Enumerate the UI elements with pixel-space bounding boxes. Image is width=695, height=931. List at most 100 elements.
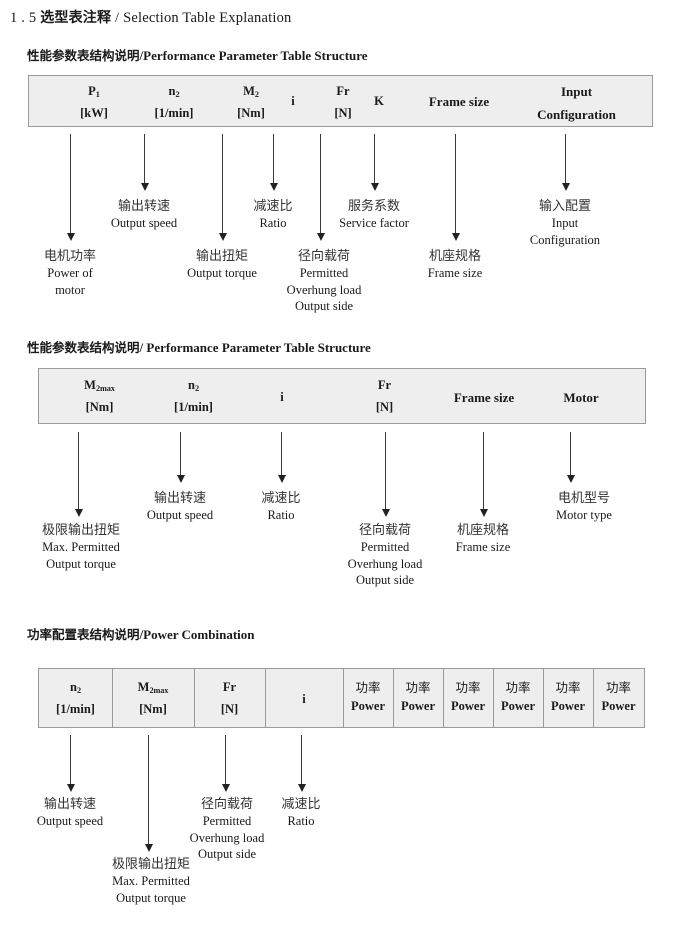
table-3-col-power-1-cn: 功率 — [355, 680, 381, 695]
arrow-table3-max-output-torque — [144, 735, 153, 852]
callout-table3-ratio: 减速比 Ratio — [281, 796, 320, 830]
table-2-col-frame-size-label: Frame size — [453, 390, 515, 405]
table-2-col-m2max-unit: [Nm] — [85, 400, 114, 415]
callout-table1-output-torque-en: Output torque — [187, 266, 257, 281]
table-1-col-fr-symbol: Fr — [336, 84, 350, 98]
table-3-col-power-4: 功率 Power — [493, 681, 543, 713]
callout-table2-ratio-cn: 减速比 — [261, 491, 301, 506]
power-combination-table: n2 [1/min] M2max [Nm] Fr [N] i 功率 Power … — [38, 668, 645, 728]
callout-table3-max-output-torque: 极限输出扭矩 Max. Permitted Output torque — [112, 856, 190, 906]
table-3-col-power-6: 功率 Power — [593, 681, 644, 713]
title-number: 1 . 5 — [10, 10, 37, 26]
table-3-col-m2max-subscript: 2max — [149, 686, 169, 696]
callout-table3-output-speed-cn: 输出转速 — [43, 797, 96, 812]
callout-table1-frame-size-cn: 机座规格 — [428, 249, 481, 264]
table-2-col-motor-label: Motor — [563, 390, 599, 405]
table-2-col-fr-symbol: Fr — [377, 378, 392, 392]
table-1-col-p1: P1 [kW] — [39, 84, 149, 121]
table-3-col-n2: n2 [1/min] — [39, 680, 112, 717]
arrow-table2-ratio — [277, 432, 286, 483]
table-3-divider-7 — [493, 669, 494, 727]
callout-table1-input-configuration-cn: 输入配置 — [538, 199, 592, 214]
callout-table3-output-speed-en: Output speed — [36, 814, 104, 829]
section-3-heading-cn: 功率配置表结构说明 — [27, 627, 140, 642]
table-1-col-n2: n2 [1/min] — [119, 84, 229, 121]
table-1-col-k: K — [339, 94, 419, 108]
callout-table3-overhung-load-cn: 径向载荷 — [200, 797, 254, 812]
table-1-col-n2-subscript: 2 — [175, 90, 180, 100]
callout-table2-motor-type-cn: 电机型号 — [557, 491, 610, 506]
table-3-divider-2 — [194, 669, 195, 727]
table-2-col-i: i — [242, 390, 322, 404]
section-1-heading-en: Performance Parameter Table Structure — [143, 48, 368, 63]
section-2-heading-en: Performance Parameter Table Structure — [146, 340, 371, 355]
section-2-heading: 性能参数表结构说明/ Performance Parameter Table S… — [27, 337, 371, 356]
table-3-col-power-5-cn: 功率 — [555, 680, 581, 695]
callout-table1-input-configuration-en-1: Input — [551, 216, 579, 231]
callout-table1-input-configuration: 输入配置 Input Configuration — [530, 198, 600, 248]
arrow-table3-output-speed — [66, 735, 75, 792]
table-2-col-n2-subscript: 2 — [194, 384, 199, 394]
table-1-col-n2-unit: [1/min] — [154, 106, 194, 121]
callout-table2-overhung-load-cn: 径向载荷 — [358, 523, 412, 538]
arrow-table1-frame-size — [451, 134, 460, 241]
table-1-col-n2-symbol: n — [168, 84, 176, 98]
arrow-table1-input-configuration — [561, 134, 570, 191]
callout-table3-max-output-torque-en-1: Max. Permitted — [112, 874, 190, 889]
callout-table1-service-factor: 服务系数 Service factor — [339, 198, 409, 232]
callout-table1-overhung-load-en-1: Permitted — [299, 266, 349, 281]
arrow-table2-frame-size — [479, 432, 488, 517]
callout-table1-service-factor-cn: 服务系数 — [347, 199, 401, 214]
callout-table1-frame-size: 机座规格 Frame size — [428, 248, 483, 282]
page-title: 1 . 5 选型表注释 / Selection Table Explanatio… — [10, 7, 292, 27]
table-2-col-n2-unit: [1/min] — [174, 400, 213, 415]
callout-table1-output-torque: 输出扭矩 Output torque — [187, 248, 257, 282]
table-3-col-m2max: M2max [Nm] — [112, 680, 194, 716]
callout-table2-max-output-torque-en-2: Output torque — [46, 556, 116, 571]
table-1-col-configuration-label: Configuration — [537, 106, 616, 122]
callout-table3-max-output-torque-cn: 极限输出扭矩 — [111, 857, 191, 872]
title-chinese: 选型表注释 — [40, 10, 112, 26]
table-3-col-i-symbol: i — [302, 692, 306, 706]
table-3-col-power-4-cn: 功率 — [505, 680, 531, 695]
callout-table1-output-torque-cn: 输出扭矩 — [195, 249, 249, 264]
table-1-col-input-label: Input — [560, 84, 593, 99]
callout-table1-frame-size-en: Frame size — [427, 266, 483, 281]
table-2-col-fr: Fr [N] — [332, 378, 437, 414]
callout-table1-overhung-load: 径向载荷 Permitted Overhung load Output side — [287, 248, 362, 315]
table-3-divider-1 — [112, 669, 113, 727]
table-3-col-fr-unit: [N] — [220, 702, 239, 717]
table-1-col-frame-size-label: Frame size — [428, 94, 490, 109]
table-3-col-power-5-en: Power — [550, 699, 585, 714]
arrow-table1-output-speed — [140, 134, 149, 191]
callout-table1-power-cn: 电机功率 — [43, 249, 97, 264]
callout-table3-overhung-load: 径向载荷 Permitted Overhung load Output side — [190, 796, 265, 863]
callout-table3-max-output-torque-en-2: Output torque — [116, 890, 186, 905]
callout-table2-frame-size-en: Frame size — [455, 540, 511, 555]
table-1-col-p1-subscript: 1 — [95, 90, 100, 100]
title-separator: / — [115, 10, 120, 26]
section-3-heading-en: Power Combination — [143, 627, 255, 642]
arrow-table3-overhung-load — [221, 735, 230, 792]
table-3-col-n2-unit: [1/min] — [56, 702, 95, 717]
table-3-divider-4 — [343, 669, 344, 727]
table-3-col-power-1-en: Power — [350, 699, 385, 714]
table-3-col-power-6-en: Power — [601, 699, 636, 714]
callout-table2-max-output-torque: 极限输出扭矩 Max. Permitted Output torque — [42, 522, 120, 572]
callout-table2-motor-type: 电机型号 Motor type — [556, 490, 612, 524]
callout-table2-overhung-load-en-1: Permitted — [360, 540, 410, 555]
arrow-table1-power — [66, 134, 75, 241]
arrow-table1-ratio — [269, 134, 278, 191]
table-3-col-power-3: 功率 Power — [443, 681, 493, 713]
table-1-col-p1-unit: [kW] — [80, 106, 108, 121]
callout-table2-overhung-load-en-3: Output side — [356, 573, 414, 588]
table-3-col-fr: Fr [N] — [194, 680, 265, 717]
table-3-divider-8 — [543, 669, 544, 727]
callout-table2-output-speed-en: Output speed — [146, 508, 214, 523]
table-1-col-fr-unit: [N] — [334, 106, 352, 121]
table-2-col-i-symbol: i — [280, 390, 284, 404]
arrow-table2-motor-type — [566, 432, 575, 483]
table-1-col-frame-size: Frame size — [399, 95, 519, 109]
table-1-col-m2: M2 [Nm] — [196, 84, 306, 120]
